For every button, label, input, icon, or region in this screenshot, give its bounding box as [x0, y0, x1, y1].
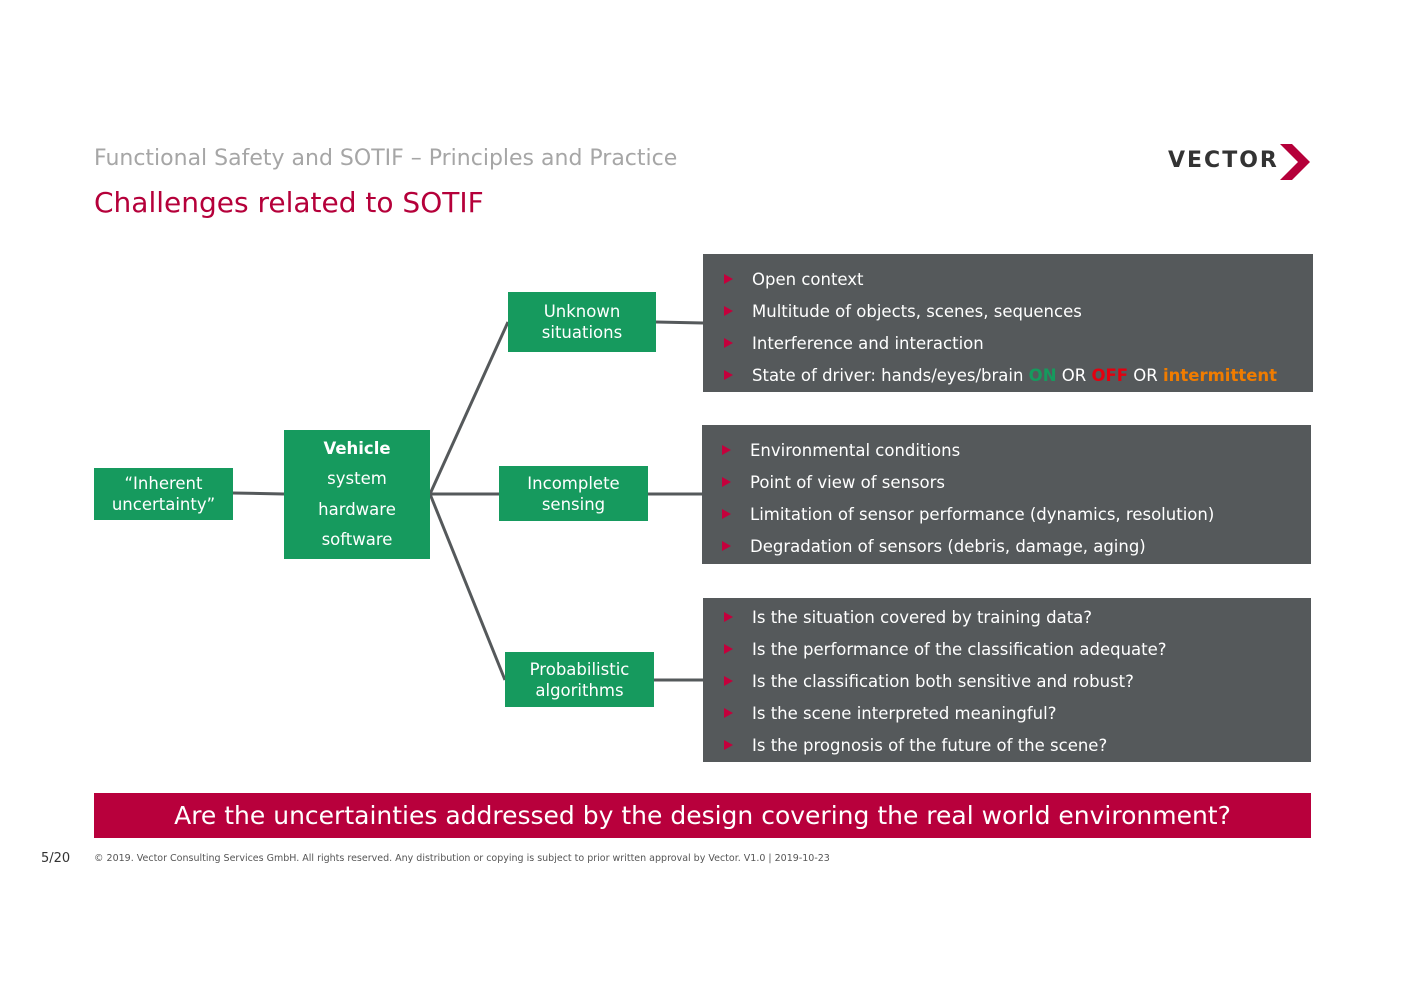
- list-item: Environmental conditions: [721, 434, 1311, 466]
- branch-line1: Unknown: [543, 302, 621, 321]
- bullet-icon: [724, 676, 733, 686]
- branch-line2: algorithms: [535, 680, 624, 700]
- chevron-right-icon: [1280, 144, 1310, 180]
- bullet-icon: [724, 306, 733, 316]
- branch-line1: Incomplete: [527, 473, 620, 493]
- inherent-uncertainty-box: “Inherent uncertainty”: [94, 468, 233, 520]
- bullet-icon: [724, 338, 733, 348]
- unknown-situations-box: Unknown situations: [508, 292, 656, 352]
- item-text: Interference and interaction: [752, 333, 984, 353]
- bullet-icon: [722, 509, 731, 519]
- list-item: Is the classification both sensitive and…: [723, 665, 1311, 697]
- root-line2: uncertainty”: [111, 495, 216, 514]
- panel-incomplete-sensing: Environmental conditions Point of view o…: [702, 425, 1311, 564]
- vehicle-item-hardware: hardware: [318, 499, 396, 519]
- branch-line2: situations: [541, 323, 623, 342]
- item-text: Open context: [752, 269, 864, 289]
- list-item: Is the scene interpreted meaningful?: [723, 697, 1311, 729]
- connector-unknown-panel: [655, 320, 704, 325]
- item-text: Multitude of objects, scenes, sequences: [752, 301, 1082, 321]
- bullet-icon: [722, 477, 731, 487]
- item-text: Is the performance of the classification…: [752, 639, 1167, 659]
- item-text: Environmental conditions: [750, 440, 961, 460]
- item-text: Point of view of sensors: [750, 472, 946, 492]
- item-text: Is the classification both sensitive and…: [752, 671, 1134, 691]
- panel-probabilistic-algorithms: Is the situation covered by training dat…: [703, 598, 1311, 762]
- item-text: Is the situation covered by training dat…: [752, 607, 1093, 627]
- list-item: Is the prognosis of the future of the sc…: [723, 729, 1311, 761]
- list-item: Is the performance of the classification…: [723, 633, 1311, 665]
- list-item: State of driver: hands/eyes/brain ON OR …: [723, 359, 1313, 391]
- bullet-icon: [724, 612, 733, 622]
- connector-root-vehicle: [232, 491, 285, 496]
- root-line1: “Inherent: [124, 474, 203, 493]
- page-number: 5/20: [41, 851, 71, 866]
- item-text: Is the scene interpreted meaningful?: [752, 703, 1057, 723]
- bullet-icon: [724, 370, 733, 380]
- logo-text: VECTOR: [1168, 148, 1279, 173]
- list-item: Interference and interaction: [723, 327, 1313, 359]
- vehicle-item-software: software: [321, 530, 393, 549]
- incomplete-sensing-box: Incomplete sensing: [499, 466, 648, 521]
- list-item: Open context: [723, 263, 1313, 295]
- branch-line1: Probabilistic: [529, 659, 630, 679]
- driver-off: OFF: [1091, 365, 1129, 385]
- driver-prefix: State of driver: hands/eyes/brain: [752, 365, 1029, 385]
- item-text: Degradation of sensors (debris, damage, …: [750, 536, 1146, 556]
- list-item: Is the situation covered by training dat…: [723, 601, 1311, 633]
- connector-vehicle-probabilistic: [428, 493, 507, 681]
- question-banner: Are the uncertainties addressed by the d…: [94, 793, 1311, 838]
- driver-state: State of driver: hands/eyes/brain ON OR …: [752, 366, 1277, 385]
- footer-copyright: © 2019. Vector Consulting Services GmbH.…: [94, 853, 830, 864]
- list-item: Degradation of sensors (debris, damage, …: [721, 530, 1311, 562]
- probabilistic-algorithms-box: Probabilistic algorithms: [505, 652, 654, 707]
- page-title: Challenges related to SOTIF: [94, 186, 484, 219]
- vehicle-title: Vehicle: [323, 438, 391, 458]
- bullet-icon: [724, 708, 733, 718]
- bullet-icon: [724, 644, 733, 654]
- branch-line2: sensing: [541, 494, 606, 514]
- list-item: Point of view of sensors: [721, 466, 1311, 498]
- driver-intermittent: intermittent: [1163, 365, 1278, 385]
- item-text: Is the prognosis of the future of the sc…: [752, 735, 1108, 755]
- driver-or1: OR: [1056, 365, 1092, 385]
- list-item: Multitude of objects, scenes, sequences: [723, 295, 1313, 327]
- list-item: Limitation of sensor performance (dynami…: [721, 498, 1311, 530]
- connector-vehicle-unknown: [428, 321, 510, 495]
- bullet-icon: [724, 274, 733, 284]
- driver-on: ON: [1028, 365, 1057, 385]
- vehicle-box: Vehicle system hardware software: [284, 430, 430, 559]
- driver-or2: OR: [1128, 365, 1163, 385]
- bullet-icon: [724, 740, 733, 750]
- bullet-icon: [722, 445, 731, 455]
- header-subtitle: Functional Safety and SOTIF – Principles…: [94, 146, 678, 171]
- vector-logo: VECTOR: [1168, 144, 1313, 180]
- panel-unknown-situations: Open context Multitude of objects, scene…: [703, 254, 1313, 392]
- bullet-icon: [722, 541, 731, 551]
- vehicle-item-system: system: [327, 469, 387, 488]
- item-text: Limitation of sensor performance (dynami…: [750, 504, 1215, 524]
